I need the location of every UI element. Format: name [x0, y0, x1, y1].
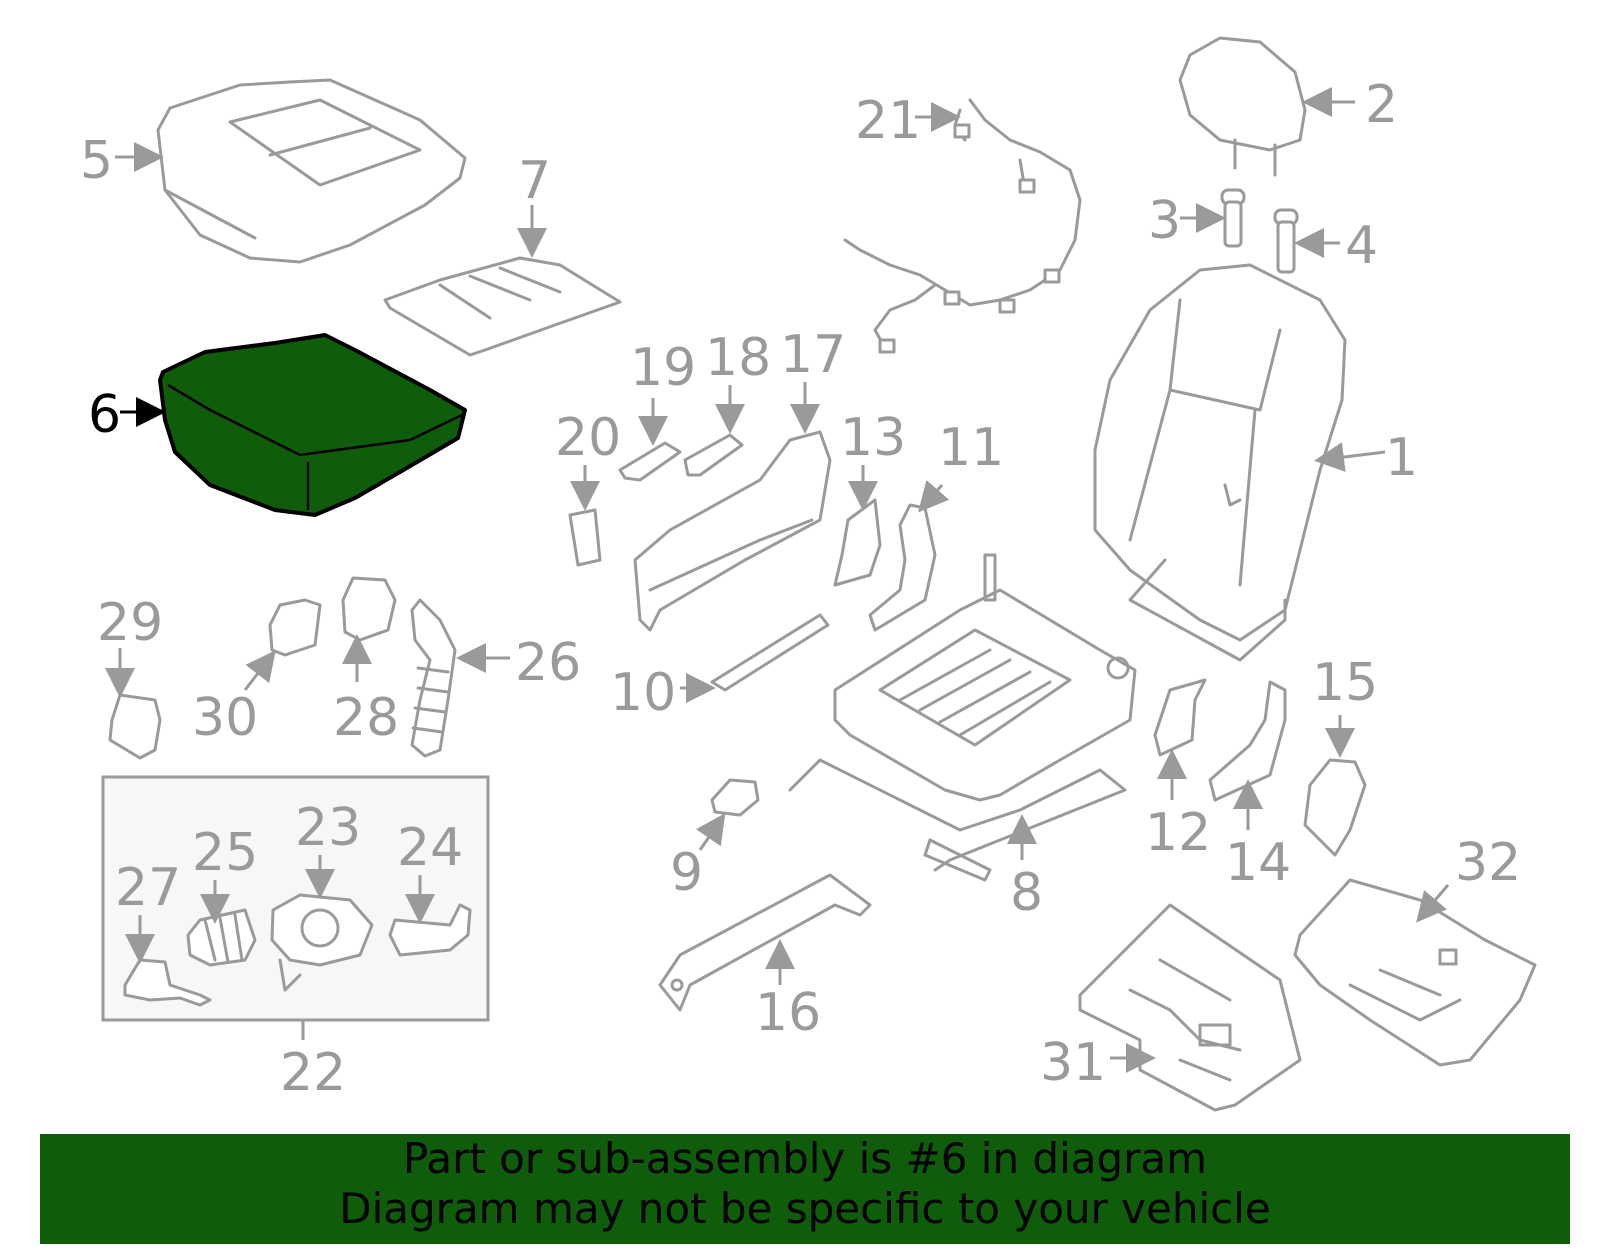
part-11-bracket[interactable] [868, 503, 937, 632]
part-4-headrest-guide[interactable] [1273, 208, 1299, 274]
callout-32: 32 [1455, 833, 1521, 893]
callout-22: 22 [280, 1043, 346, 1103]
part-3-headrest-guide[interactable] [1220, 188, 1246, 248]
part-31-undercover[interactable] [1078, 903, 1302, 1112]
callout-30: 30 [192, 688, 258, 748]
part-10-trim-strip[interactable] [710, 613, 830, 692]
footer-line-2: Diagram may not be specific to your vehi… [339, 1184, 1271, 1233]
callout-5: 5 [80, 131, 113, 191]
footer-banner: Part or sub-assembly is #6 in diagram Di… [40, 1134, 1570, 1244]
callout-24: 24 [397, 818, 463, 878]
part-12-bracket[interactable] [1153, 678, 1207, 757]
part-15-cover[interactable] [1303, 758, 1367, 857]
callout-11: 11 [938, 418, 1004, 478]
callout-10: 10 [610, 663, 676, 723]
footer-line-1: Part or sub-assembly is #6 in diagram [402, 1134, 1208, 1183]
part-7-seat-pad[interactable] [383, 256, 622, 357]
callout-17: 17 [780, 325, 846, 385]
callout-6: 6 [88, 385, 121, 445]
callout-9: 9 [670, 843, 703, 903]
part-27-bracket[interactable] [123, 958, 212, 1007]
part-17-side-cover[interactable] [633, 430, 832, 632]
callout-7: 7 [518, 151, 551, 211]
callout-20: 20 [555, 408, 621, 468]
part-2-headrest[interactable] [1178, 36, 1307, 177]
callout-4: 4 [1345, 216, 1378, 276]
part-19-knob[interactable] [618, 441, 682, 482]
callout-28: 28 [333, 688, 399, 748]
part-28-duct[interactable] [341, 576, 397, 642]
callout-25: 25 [192, 823, 258, 883]
callout-27: 27 [115, 858, 181, 918]
part-5-seat-cover[interactable] [156, 78, 467, 264]
part-13-bracket[interactable] [833, 498, 882, 587]
callout-26: 26 [515, 633, 581, 693]
callout-3: 3 [1148, 191, 1181, 251]
part-20-switch[interactable] [568, 508, 602, 567]
callout-16: 16 [755, 983, 821, 1043]
callout-1: 1 [1385, 428, 1418, 488]
callout-13: 13 [840, 408, 906, 468]
part-30-duct[interactable] [268, 598, 322, 657]
part-14-bracket[interactable] [1208, 680, 1287, 802]
part-29-duct[interactable] [108, 693, 162, 760]
callout-2: 2 [1365, 75, 1398, 135]
callout-8: 8 [1010, 863, 1043, 923]
part-8-seat-frame[interactable] [788, 553, 1137, 882]
part-9-cap[interactable] [710, 778, 760, 817]
part-1-seat-back[interactable] [1093, 263, 1347, 662]
part-26-duct-hose[interactable] [410, 598, 457, 758]
part-18-knob[interactable] [683, 433, 744, 477]
part-6-seat-cushion-pad[interactable] [158, 333, 467, 517]
callout-14: 14 [1225, 833, 1291, 893]
callout-18: 18 [705, 328, 771, 388]
callout-21: 21 [855, 91, 921, 151]
callout-12: 12 [1145, 803, 1211, 863]
callout-31: 31 [1040, 1033, 1106, 1093]
callout-23: 23 [295, 798, 361, 858]
callout-19: 19 [630, 338, 696, 398]
callout-29: 29 [97, 593, 163, 653]
callout-15: 15 [1312, 653, 1378, 713]
part-32-undercover[interactable] [1293, 878, 1537, 1067]
